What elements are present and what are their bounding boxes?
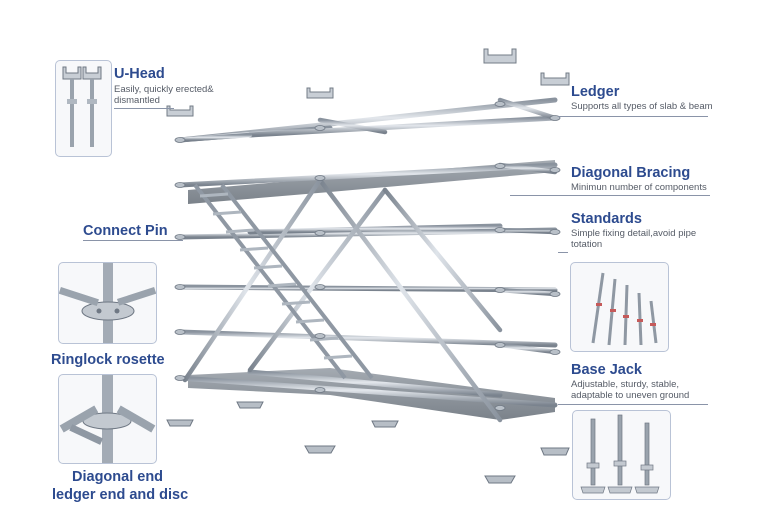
base-jack-desc-line1: Adjustable, sturdy, stable, bbox=[571, 379, 680, 390]
diagonal-end-photo bbox=[58, 374, 157, 464]
diagonal-bracing-title: Diagonal Bracing bbox=[571, 165, 691, 181]
ledger-leader bbox=[558, 116, 708, 117]
base-plates bbox=[166, 401, 570, 484]
rosettes bbox=[174, 101, 561, 411]
connect-pin-title: Connect Pin bbox=[83, 223, 168, 239]
base-jack-title: Base Jack bbox=[571, 362, 642, 378]
diagonal-bracing-leader bbox=[510, 195, 710, 196]
u-head-photo bbox=[55, 60, 112, 157]
diagonal-end-title-line2: ledger end and disc bbox=[52, 487, 189, 503]
u-head-desc-line2: dismantled bbox=[114, 95, 160, 106]
connect-pin-leader bbox=[83, 240, 183, 241]
diagonal-end-title-line1: Diagonal end bbox=[72, 469, 164, 485]
standards-photo bbox=[570, 262, 669, 352]
ledger-desc: Supports all types of slab & beam bbox=[571, 101, 713, 112]
ringlock-rosette-photo bbox=[58, 262, 157, 344]
standards-desc-line2: totation bbox=[571, 239, 603, 250]
u-head-title: U-Head bbox=[114, 66, 165, 82]
u-head-desc-line1: Easily, quickly erected& bbox=[114, 84, 214, 95]
standards-title: Standards bbox=[571, 211, 642, 227]
ringlock-rosette-title: Ringlock rosette bbox=[51, 352, 165, 368]
base-jack-desc-line2: adaptable to uneven ground bbox=[571, 390, 690, 401]
standards-leader bbox=[558, 252, 568, 253]
standards-desc-line1: Simple fixing detail,avoid pipe bbox=[571, 228, 697, 239]
diagonal-bracing-desc: Minimun number of components bbox=[571, 182, 707, 193]
u-heads bbox=[166, 48, 570, 117]
ledger-title: Ledger bbox=[571, 84, 620, 100]
base-jack-leader bbox=[558, 404, 708, 405]
u-head-leader bbox=[114, 108, 174, 109]
base-jack-photo bbox=[572, 410, 671, 500]
